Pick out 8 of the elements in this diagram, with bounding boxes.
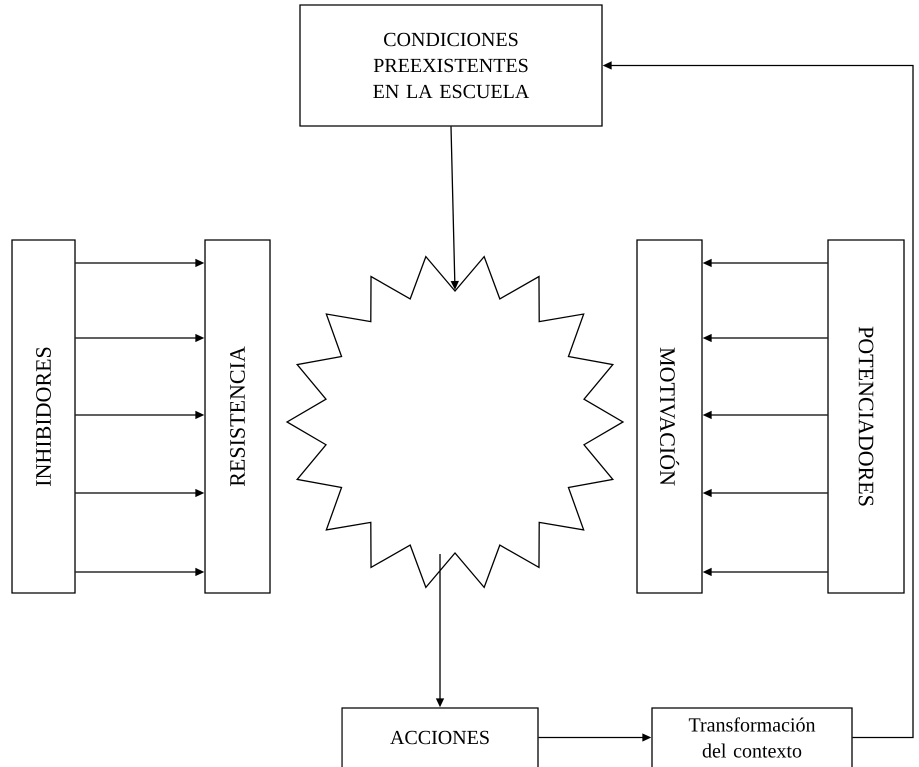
vertical-box: MOTIVACIÓN	[636, 239, 703, 594]
vertical-box: INHIBIDORES	[11, 239, 76, 594]
process-box: Transformación del contexto	[651, 707, 853, 767]
vertical-box: RESISTENCIA	[204, 239, 271, 594]
process-box: ACCIONES	[341, 707, 539, 767]
starburst-shape	[286, 255, 624, 589]
process-box: CONDICIONES PREEXISTENTES EN LA ESCUELA	[299, 4, 603, 127]
vertical-box: POTENCIADORES	[827, 239, 905, 594]
